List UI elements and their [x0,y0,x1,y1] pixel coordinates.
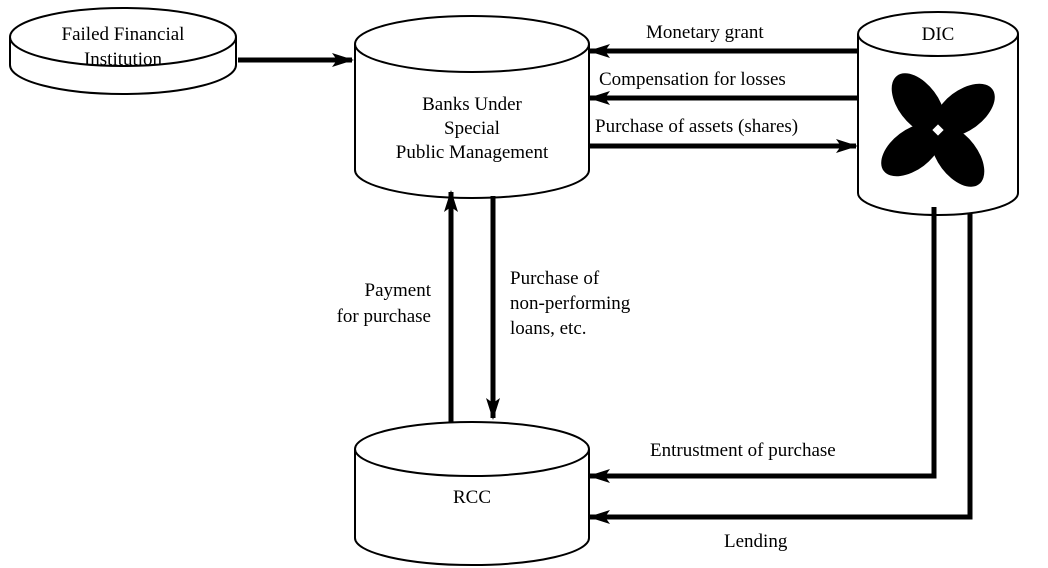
purchase-npl-label-line2: non-performing [510,293,631,314]
purchase-npl-label-line3: loans, etc. [510,318,587,339]
dic-label: DIC [922,24,955,45]
failed-institution-label-line2: Institution [84,49,163,70]
purchase-assets-label: Purchase of assets (shares) [595,116,798,137]
lending-arrow [588,213,973,524]
compensation-label: Compensation for losses [599,69,786,90]
rcc-label: RCC [453,487,491,508]
pinwheel-icon [881,73,995,187]
payment-label-line2: for purchase [337,306,431,327]
payment-label-line1: Payment [365,280,432,301]
entrustment-arrow [588,207,937,483]
dic-node: DIC [857,11,1019,216]
purchase-npl-label-line1: Purchase of [510,268,600,289]
banks-label-line1: Banks Under [422,94,522,115]
banks-label-line2: Special [444,118,500,139]
lending-label: Lending [724,531,788,552]
rcc-node: RCC [354,421,590,566]
failed-institution-node: Failed Financial Institution [9,7,237,95]
entrustment-label: Entrustment of purchase [650,440,836,461]
failed-institution-label-line1: Failed Financial [62,24,185,45]
banks-node: Banks Under Special Public Management [354,15,590,199]
banks-label-line3: Public Management [396,142,549,163]
monetary-grant-label: Monetary grant [646,22,764,43]
